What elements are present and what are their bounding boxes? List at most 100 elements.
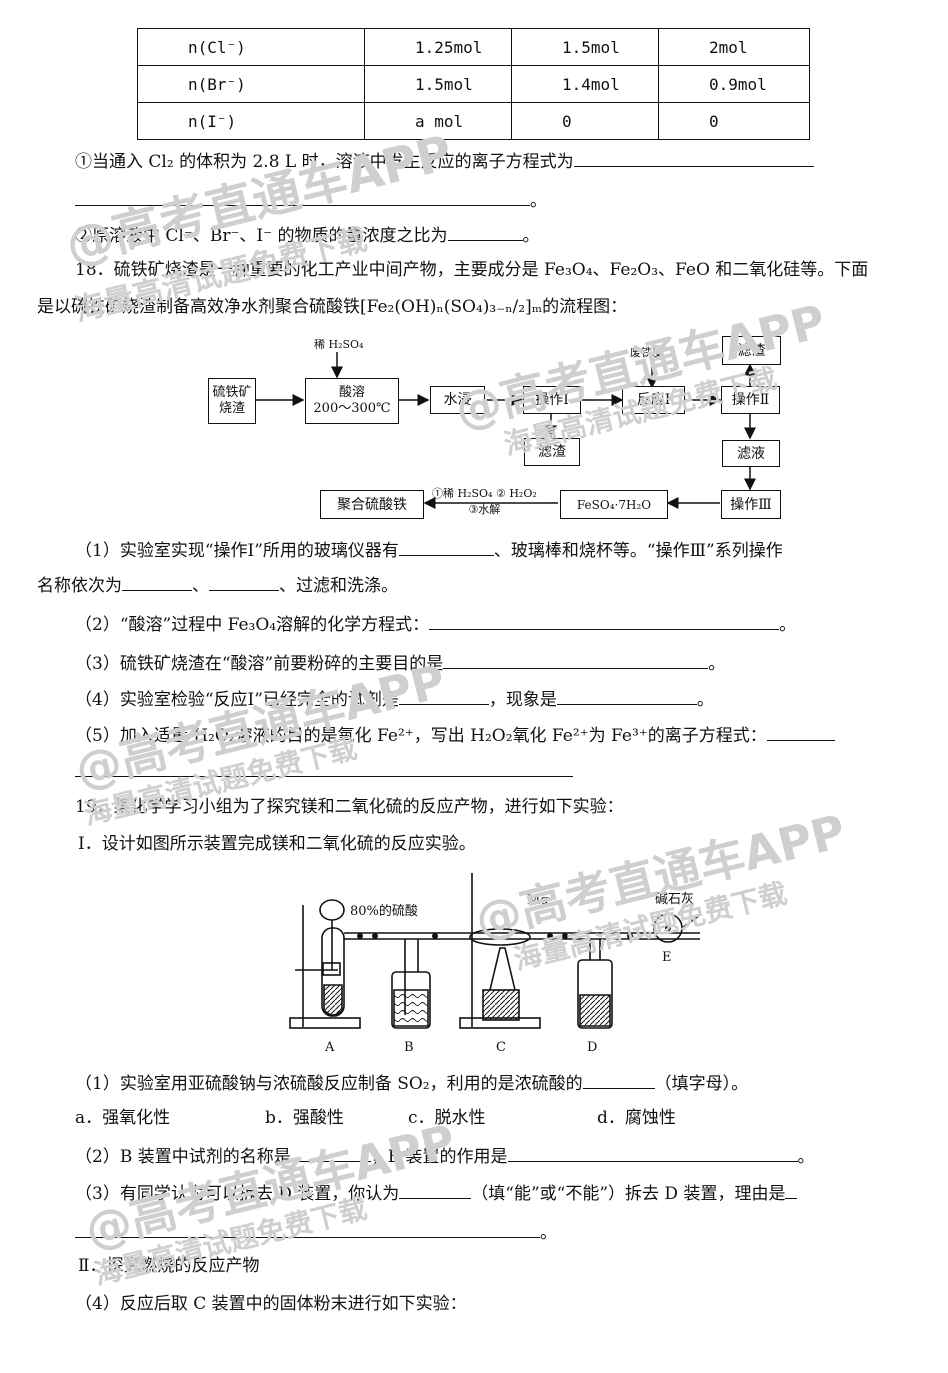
q17-part1-text: ①当通入 Cl₂ 的体积为 2.8 L 时，溶液中发生反应的离子方程式为 <box>75 152 574 172</box>
label-c: C <box>496 1040 506 1055</box>
answer-blank[interactable] <box>399 1180 472 1199</box>
flow-op3-label: 操作Ⅲ <box>730 496 772 513</box>
q18-sub2: （2）“酸溶”过程中 Fe₃O₄溶解的化学方程式： 。 <box>75 611 796 636</box>
q18-sub3-text: （3）硫铁矿烧渣在“酸溶”前要粉碎的主要目的是 <box>75 654 444 674</box>
table-row: n(Cl⁻) 1.25mol 1.5mol 2mol <box>137 28 810 66</box>
label-a: A <box>325 1040 335 1055</box>
q18-sub4-text2: ，现象是 <box>488 690 557 710</box>
flow-filtrate-box: 滤液 <box>722 440 780 467</box>
mg-label: Mg <box>527 893 549 908</box>
flow-op1-label: 操作Ⅰ <box>535 392 569 408</box>
answer-blank[interactable] <box>429 611 780 630</box>
q19-part2: Ⅱ．探究燃烧的反应产物 <box>78 1256 260 1276</box>
answer-blank[interactable] <box>785 1180 798 1199</box>
period: 。 <box>708 654 726 674</box>
period: 。 <box>522 226 540 246</box>
q18-sub1-text2: 、玻璃棒和烧杯等。“操作Ⅲ”系列操作 <box>493 541 783 561</box>
label-e: E <box>662 950 672 965</box>
flow-dilute-acid: 稀 H₂SO₄ <box>314 338 364 351</box>
q18-sub1: （1）实验室实现“操作Ⅰ”所用的玻璃仪器有 、玻璃棒和烧杯等。“操作Ⅲ”系列操作 <box>75 537 783 562</box>
flow-product-box: 聚合硫酸铁 <box>320 490 424 519</box>
q18-sub1-text3: 名称依次为 <box>37 576 122 596</box>
q19-sub3: （3）有同学认为可以拆去 D 装置，你认为 （填“能”或“不能”）拆去 D 装置，… <box>75 1180 798 1205</box>
q18-sub1-cont: 名称依次为 、 、过滤和洗涤。 <box>37 572 398 597</box>
q19-sub3-text: （3）有同学认为可以拆去 D 装置，你认为 <box>75 1184 400 1204</box>
q17-part2-text: ②原溶液中 Cl⁻、Br⁻、I⁻ 的物质的量浓度之比为 <box>75 226 448 246</box>
apparatus-diagram <box>289 873 701 1029</box>
q19-sub2-text: （2）B 装置中试剂的名称是 <box>75 1147 291 1167</box>
flow-residue2-box: 滤渣 <box>722 336 781 365</box>
flow-op3-box: 操作Ⅲ <box>721 490 781 519</box>
answer-blank[interactable] <box>582 1070 655 1089</box>
q19-sub1-end: （填字母）。 <box>654 1074 749 1094</box>
label-d: D <box>587 1040 598 1055</box>
table-cell: 0 <box>658 102 810 140</box>
q17-part1-cont: 。 <box>75 187 547 212</box>
q19-sub3-text2: （填“能”或“不能”）拆去 D 装置，理由是 <box>471 1184 786 1204</box>
flow-feso4-box: FeSO₄·7H₂O <box>560 490 668 519</box>
option-b: b．强酸性 <box>265 1108 344 1128</box>
q17-part1: ①当通入 Cl₂ 的体积为 2.8 L 时，溶液中发生反应的离子方程式为 <box>75 148 814 173</box>
flow-react1-box: 反应Ⅰ <box>622 386 685 414</box>
flow-filtrate-label: 滤液 <box>737 445 765 462</box>
q18-stem-line1: 18．硫铁矿烧渣是一种重要的化工产业中间产物，主要成分是 Fe₃O₄、Fe₂O₃… <box>75 260 869 280</box>
table-cell: n(Cl⁻) <box>137 28 365 66</box>
q19-sub1: （1）实验室用亚硫酸钠与浓硫酸反应制备 SO₂，利用的是浓硫酸的（填字母）。 <box>75 1070 748 1095</box>
answer-blank[interactable] <box>573 148 814 167</box>
q18-sub5: （5）加入适量 H₂O₂溶液的目的是氧化 Fe²⁺，写出 H₂O₂氧化 Fe²⁺… <box>75 722 835 747</box>
answer-blank[interactable] <box>398 686 489 705</box>
q19-part1: Ⅰ．设计如图所示装置完成镁和二氧化硫的反应实验。 <box>78 834 476 854</box>
table-row: n(Br⁻) 1.5mol 1.4mol 0.9mol <box>137 65 810 103</box>
q18-sub2-text: （2）“酸溶”过程中 Fe₃O₄溶解的化学方程式： <box>75 615 430 635</box>
q19-sub4: （4）反应后取 C 装置中的固体粉末进行如下实验： <box>75 1294 467 1314</box>
answer-blank[interactable] <box>398 537 494 556</box>
option-c: c．脱水性 <box>408 1108 486 1128</box>
option-a: a．强氧化性 <box>75 1108 171 1128</box>
period: 。 <box>779 615 797 635</box>
q18-sub4-text: （4）实验室检验“反应Ⅰ”已经完全的试剂是 <box>75 690 399 710</box>
period: 。 <box>696 690 714 710</box>
answer-blank[interactable] <box>209 572 279 591</box>
soda-lime-label: 碱石灰 <box>655 892 695 907</box>
flow-op1-box: 操作Ⅰ <box>523 386 581 414</box>
period: 。 <box>530 191 547 211</box>
flow-steps: ①稀 H₂SO₄ ② H₂O₂ ③水解 <box>432 487 537 516</box>
answer-blank[interactable] <box>75 758 573 777</box>
q19-sub2: （2）B 装置中试剂的名称是 ；E 装置的作用是 。 <box>75 1143 815 1168</box>
answer-blank[interactable] <box>447 222 523 241</box>
option-d: d．腐蚀性 <box>597 1108 676 1128</box>
answer-blank[interactable] <box>122 572 192 591</box>
answer-blank[interactable] <box>766 722 835 741</box>
q17-part2: ②原溶液中 Cl⁻、Br⁻、I⁻ 的物质的量浓度之比为 。 <box>75 222 540 247</box>
flow-scrap-iron: 废铁皮 <box>630 346 663 359</box>
table-cell: 0 <box>511 102 659 140</box>
answer-blank[interactable] <box>75 187 530 206</box>
flow-arrows <box>254 352 756 509</box>
flow-acid-dissolve-label: 酸溶 200～300℃ <box>313 385 391 416</box>
q19-sub2-text2: ；E 装置的作用是 <box>370 1147 508 1167</box>
q18-sub5-text: （5）加入适量 H₂O₂溶液的目的是氧化 Fe²⁺，写出 H₂O₂氧化 Fe²⁺… <box>75 726 767 746</box>
q18-sub1-sep: 、 <box>192 576 209 596</box>
period: 。 <box>797 1147 815 1167</box>
q18-stem-line2: 是以硫铁矿烧渣制备高效净水剂聚合硫酸铁[Fe₂(OH)ₙ(SO₄)₃₋ₙ/₂]ₘ… <box>37 297 628 317</box>
q19-sub3-cont: 。 <box>75 1219 557 1244</box>
answer-blank[interactable] <box>443 650 709 669</box>
table-row: n(I⁻) a mol 0 0 <box>137 102 810 140</box>
table-cell: a mol <box>364 102 512 140</box>
table-cell: 0.9mol <box>658 65 810 103</box>
q18-sub1-text4: 、过滤和洗涤。 <box>279 576 398 596</box>
answer-blank[interactable] <box>556 686 697 705</box>
q18-sub3: （3）硫铁矿烧渣在“酸溶”前要粉碎的主要目的是 。 <box>75 650 725 675</box>
q18-sub1-text: （1）实验室实现“操作Ⅰ”所用的玻璃仪器有 <box>75 541 399 561</box>
ion-amount-table: n(Cl⁻) 1.25mol 1.5mol 2mol n(Br⁻) 1.5mol… <box>137 28 810 140</box>
q18-sub4: （4）实验室检验“反应Ⅰ”已经完全的试剂是 ，现象是 。 <box>75 686 714 711</box>
answer-blank[interactable] <box>290 1143 371 1162</box>
period: 。 <box>540 1223 557 1243</box>
table-cell: n(I⁻) <box>137 102 365 140</box>
flow-residue1-label: 滤渣 <box>538 444 566 460</box>
q18-sub5-cont <box>75 758 573 783</box>
label-b: B <box>404 1040 414 1055</box>
flow-residue2-label: 滤渣 <box>737 342 766 359</box>
answer-blank[interactable] <box>507 1143 798 1162</box>
answer-blank[interactable] <box>75 1219 540 1238</box>
